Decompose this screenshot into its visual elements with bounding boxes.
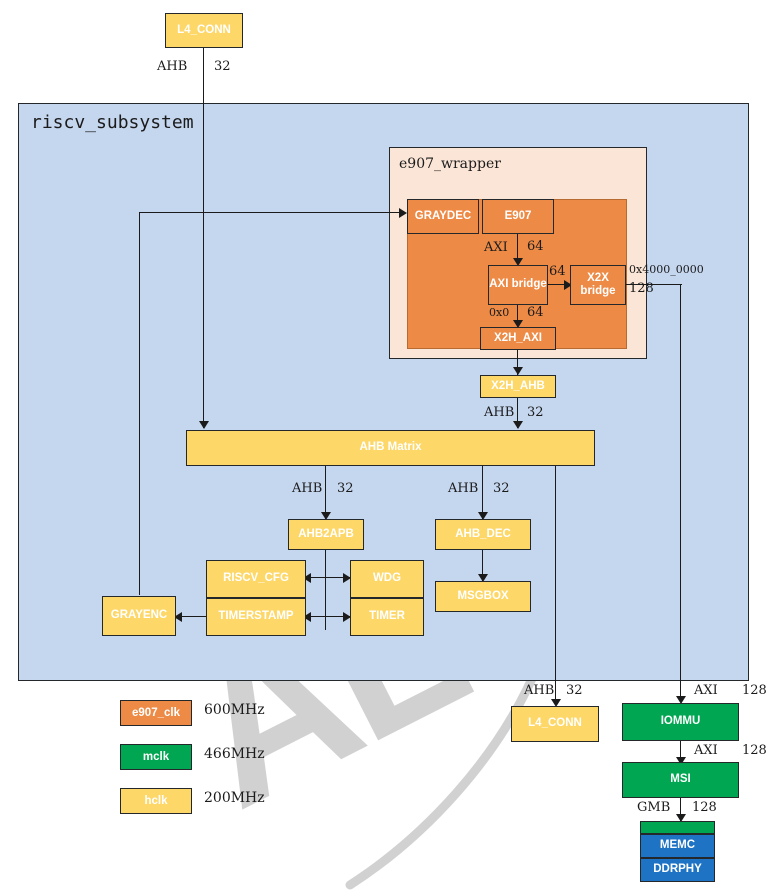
riscv-subsystem-title: riscv_subsystem xyxy=(31,112,194,133)
legend-swatch-hclk: hclk xyxy=(120,788,192,814)
wire-ahb2apb-bus xyxy=(325,549,327,630)
label-apb-width: 32 xyxy=(337,481,354,496)
label-msi-width: 128 xyxy=(742,743,767,758)
label-x2h-addr: 0x0 xyxy=(489,306,510,319)
block-l4-conn-top[interactable]: L4_CONN xyxy=(165,13,243,48)
legend-freq-e907-clk: 600MHz xyxy=(204,702,265,718)
label-dec-width: 32 xyxy=(493,481,510,496)
label-dec-proto: AHB xyxy=(448,481,479,496)
label-l4bottom-width: 32 xyxy=(566,683,583,698)
block-graydec[interactable]: GRAYDEC xyxy=(407,199,479,234)
label-gmb-width: 128 xyxy=(692,800,717,815)
wire-grayenc-up xyxy=(139,212,141,595)
wire-msi-to-memc xyxy=(680,797,682,821)
wire-e907-to-axibridge xyxy=(517,234,519,264)
block-x2x-bridge[interactable]: X2X bridge xyxy=(570,265,626,305)
wire-x2hahb-to-matrix xyxy=(517,397,519,428)
label-msi-proto: AXI xyxy=(694,743,718,758)
block-memc[interactable]: MEMC xyxy=(640,834,715,858)
block-msi[interactable]: MSI xyxy=(622,762,739,798)
wire-ahbdec-to-msgbox xyxy=(482,549,484,581)
block-ddrphy[interactable]: DDRPHY xyxy=(640,858,715,882)
block-iommu[interactable]: IOMMU xyxy=(622,703,739,741)
label-x2x-out-width: 128 xyxy=(629,281,654,296)
arrow-matrix-to-ahb2apb xyxy=(321,512,331,520)
arrow-x2hahb-to-matrix xyxy=(513,421,523,429)
arrow-apb-row2-right xyxy=(343,612,351,622)
arrow-apb-row1-right xyxy=(343,573,351,583)
arrow-apb-row1-left xyxy=(303,573,311,583)
wire-x2x-to-iommu-v xyxy=(680,284,682,702)
wire-x2haxi-to-x2hahb xyxy=(517,349,519,375)
label-x2x-width: 64 xyxy=(549,264,566,279)
arrow-x2haxi-to-x2hahb xyxy=(513,367,523,375)
block-memory-header-strip xyxy=(640,821,715,834)
block-e907[interactable]: E907 xyxy=(482,199,554,234)
block-timerstamp[interactable]: TIMERSTAMP xyxy=(206,598,306,636)
arrow-apb-row2-left xyxy=(303,612,311,622)
arrow-matrix-to-ahbdec xyxy=(478,512,488,520)
block-ahb-dec[interactable]: AHB_DEC xyxy=(435,519,531,550)
label-x2hahb-width: 32 xyxy=(527,405,544,420)
e907-wrapper-title: e907_wrapper xyxy=(399,156,501,172)
block-wdg[interactable]: WDG xyxy=(350,560,424,598)
label-axi-core: AXI xyxy=(484,240,508,255)
label-top-ahb: AHB xyxy=(157,59,188,74)
label-x2x-addr: 0x4000_0000 xyxy=(629,263,704,276)
label-x2h-width: 64 xyxy=(527,305,544,320)
arrow-into-graydec xyxy=(399,208,407,218)
wire-matrix-to-ahbdec xyxy=(482,465,484,519)
block-l4-conn-bottom[interactable]: L4_CONN xyxy=(511,706,599,742)
arrow-e907-to-axibridge xyxy=(513,258,523,266)
block-ahb2apb[interactable]: AHB2APB xyxy=(288,519,364,550)
label-apb-proto: AHB xyxy=(292,481,323,496)
label-top-32: 32 xyxy=(214,59,231,74)
block-riscv-cfg[interactable]: RISCV_CFG xyxy=(206,560,306,598)
arrow-msi-to-memc xyxy=(676,814,686,822)
arrow-x2x-to-iommu xyxy=(676,696,686,704)
wire-iommu-to-msi xyxy=(680,740,682,764)
arrow-iommu-to-msi xyxy=(676,757,686,765)
label-l4bottom-proto: AHB xyxy=(524,683,555,698)
block-x2h-ahb[interactable]: X2H_AHB xyxy=(480,375,556,398)
block-timer[interactable]: TIMER xyxy=(350,598,424,636)
arrow-ahbdec-to-msgbox xyxy=(478,574,488,582)
legend-swatch-mclk: mclk xyxy=(120,744,192,770)
wire-matrix-to-ahb2apb xyxy=(325,465,327,519)
wire-apb-row2 xyxy=(307,616,350,618)
block-axi-bridge[interactable]: AXI bridge xyxy=(488,265,548,305)
arrow-matrix-to-l4conn-bottom xyxy=(551,699,561,707)
arrow-timerstamp-to-grayenc xyxy=(174,612,182,622)
wire-axibridge-to-x2haxi xyxy=(517,304,519,328)
block-grayenc[interactable]: GRAYENC xyxy=(102,596,176,636)
block-x2h-axi[interactable]: X2H_AXI xyxy=(480,327,556,350)
wire-x2x-to-iommu-h xyxy=(626,284,682,286)
wire-grayenc-to-graydec xyxy=(139,212,405,214)
arrow-l4conn-to-matrix xyxy=(199,421,209,429)
legend-swatch-e907-clk: e907_clk xyxy=(120,700,192,726)
legend-freq-hclk: 200MHz xyxy=(204,790,265,806)
wire-axibridge-to-x2x xyxy=(548,284,570,286)
label-iommu-proto: AXI xyxy=(694,683,718,698)
wire-timerstamp-to-grayenc xyxy=(178,616,208,618)
legend-freq-mclk: 466MHz xyxy=(204,746,265,762)
wire-apb-row1 xyxy=(307,577,350,579)
wire-l4conn-to-matrix xyxy=(203,47,205,428)
block-ahb-matrix[interactable]: AHB Matrix xyxy=(186,430,595,466)
wire-matrix-to-l4conn-bottom xyxy=(555,465,557,705)
label-gmb-proto: GMB xyxy=(637,800,671,815)
label-x2hahb-proto: AHB xyxy=(484,405,515,420)
arrow-axibridge-to-x2x xyxy=(564,280,572,290)
block-msgbox[interactable]: MSGBOX xyxy=(435,581,531,612)
arrow-axibridge-to-x2haxi xyxy=(513,320,523,328)
label-axi-core-width: 64 xyxy=(527,239,544,254)
label-iommu-width: 128 xyxy=(742,683,767,698)
